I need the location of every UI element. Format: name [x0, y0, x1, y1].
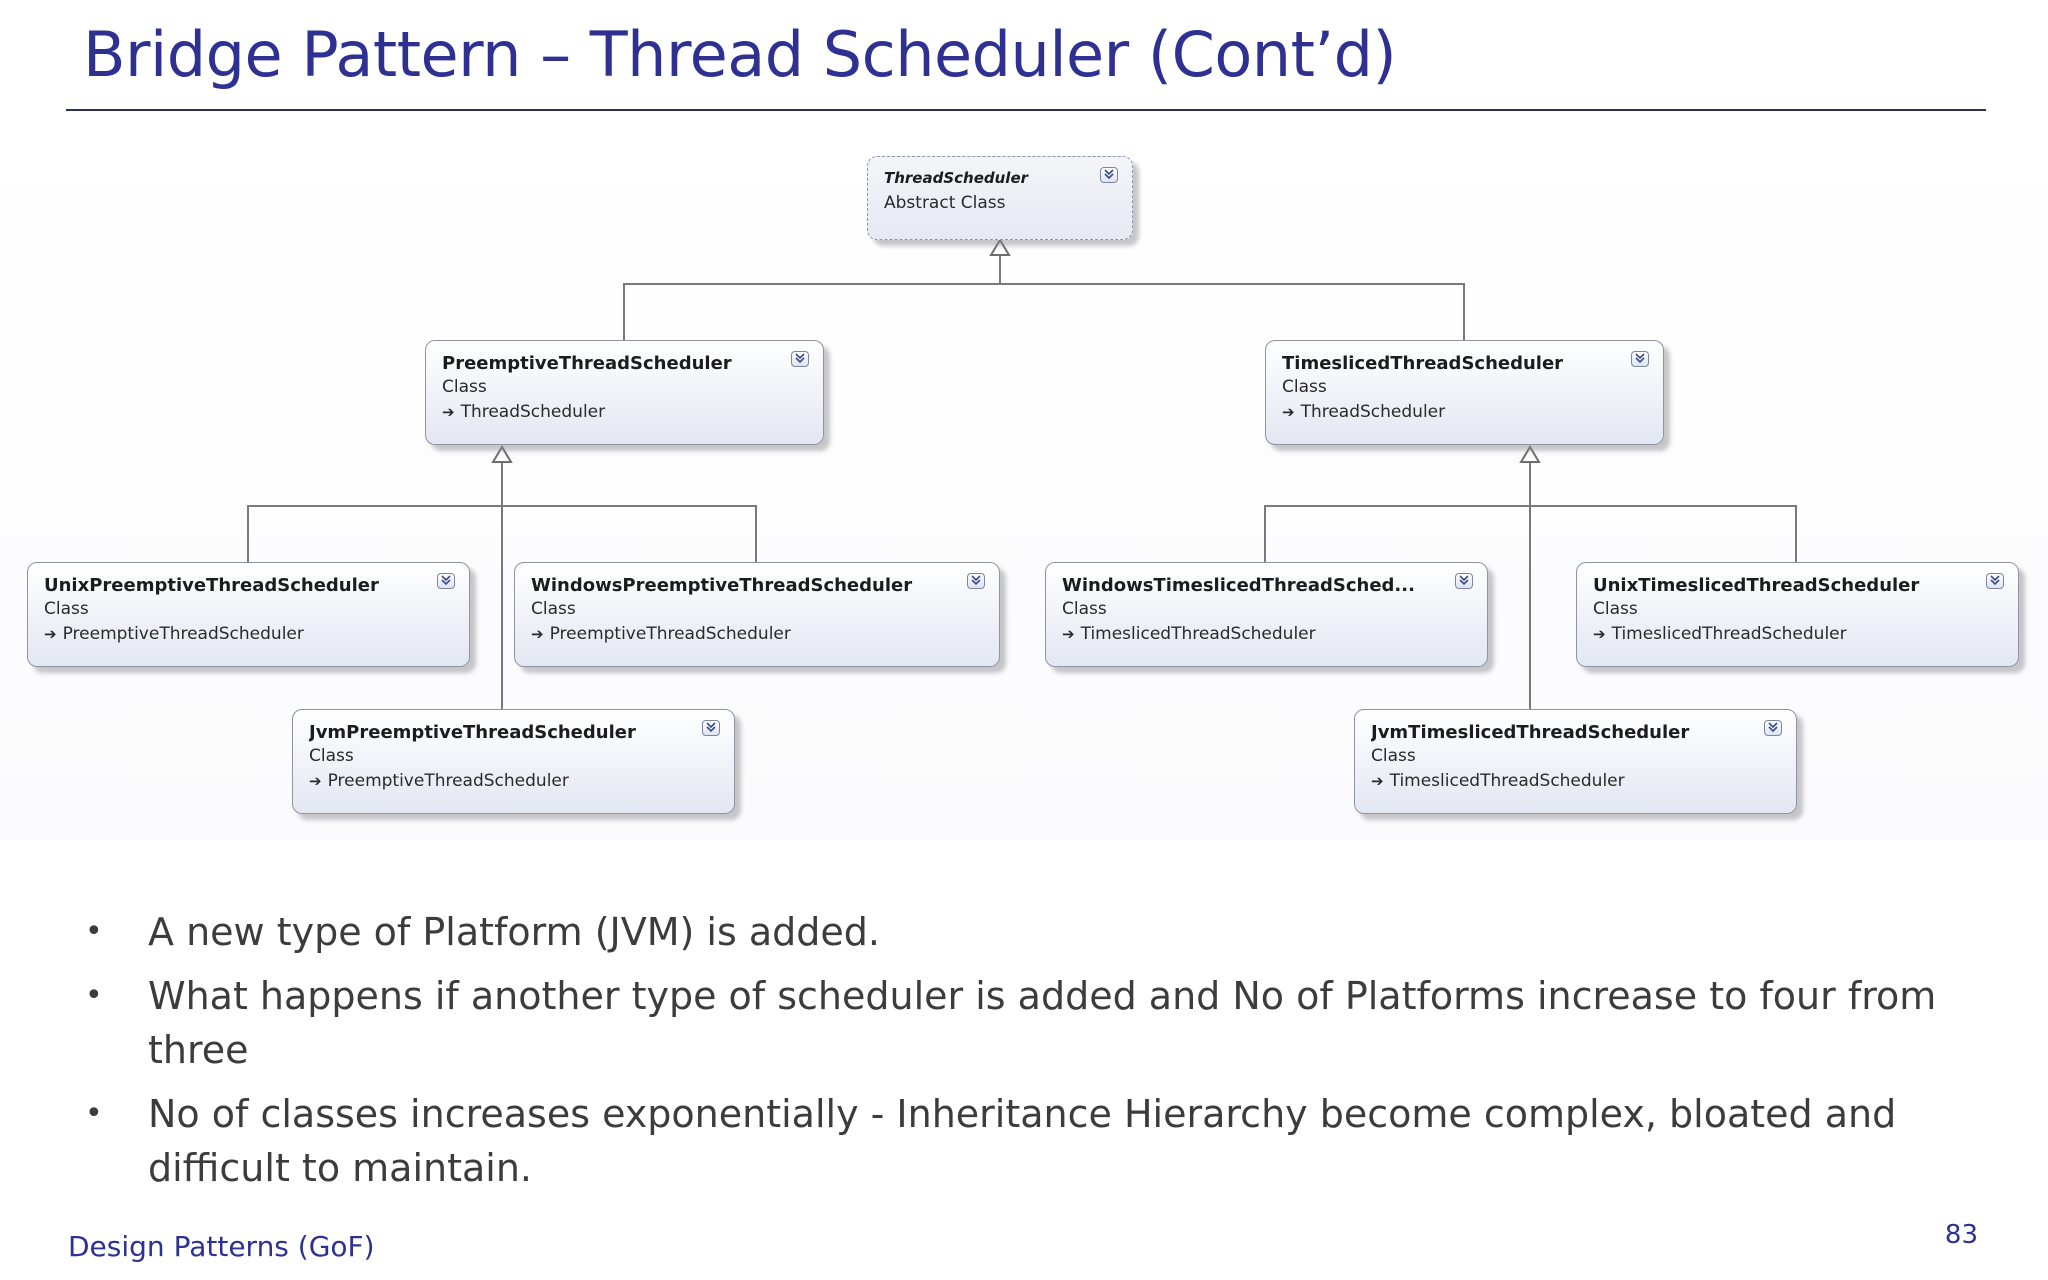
class-kind: Class: [442, 377, 487, 397]
class-name: TimeslicedThreadScheduler: [1282, 353, 1564, 374]
class-windows-preemptive-thread-scheduler[interactable]: WindowsPreemptiveThreadScheduler Class ➔…: [514, 562, 1000, 667]
inherits-arrow-icon: ➔: [1062, 625, 1075, 643]
class-kind: Class: [309, 746, 354, 766]
collapse-chevron-icon[interactable]: [1986, 573, 2004, 589]
class-unix-timesliced-thread-scheduler[interactable]: UnixTimeslicedThreadScheduler Class ➔ Tim…: [1576, 562, 2019, 667]
class-timesliced-thread-scheduler[interactable]: TimeslicedThreadScheduler Class ➔ ThreadS…: [1265, 340, 1664, 445]
class-parent-name: ThreadScheduler: [1300, 402, 1446, 422]
class-parent: ➔ TimeslicedThreadScheduler: [1062, 624, 1471, 644]
title-divider: [66, 109, 1986, 111]
class-kind: Class: [531, 599, 576, 619]
page-number: 83: [1944, 1220, 1978, 1250]
collapse-chevron-icon[interactable]: [1455, 573, 1473, 589]
class-name: WindowsPreemptiveThreadScheduler: [531, 575, 913, 596]
footer-course-title: Design Patterns (GoF): [68, 1230, 375, 1263]
inherits-arrow-icon: ➔: [44, 625, 57, 643]
connector-windows-timesliced: [1264, 462, 1531, 562]
connector-windows-preemptive: [502, 505, 757, 562]
bullet-dot-icon: •: [85, 914, 103, 949]
class-parent-name: PreemptiveThreadScheduler: [549, 624, 791, 644]
class-parent-name: TimeslicedThreadScheduler: [1389, 771, 1625, 791]
class-name: PreemptiveThreadScheduler: [442, 353, 732, 374]
bullet-item: • A new type of Platform (JVM) is added.: [85, 905, 1985, 959]
bullet-text: No of classes increases exponentially - …: [148, 1092, 1897, 1190]
class-parent: ➔ ThreadScheduler: [1282, 402, 1647, 422]
inherits-arrow-icon: ➔: [1282, 403, 1295, 421]
class-kind: Class: [44, 599, 89, 619]
class-name: ThreadScheduler: [884, 169, 1029, 187]
collapse-chevron-icon[interactable]: [1100, 167, 1118, 183]
class-name: UnixTimeslicedThreadScheduler: [1593, 575, 1920, 596]
class-parent-name: PreemptiveThreadScheduler: [62, 624, 304, 644]
class-windows-timesliced-thread-scheduler[interactable]: WindowsTimeslicedThreadSched... Class ➔ T…: [1045, 562, 1488, 667]
class-jvm-preemptive-thread-scheduler[interactable]: JvmPreemptiveThreadScheduler Class ➔ Pree…: [292, 709, 735, 814]
class-unix-preemptive-thread-scheduler[interactable]: UnixPreemptiveThreadScheduler Class ➔ Pre…: [27, 562, 470, 667]
bullet-text: A new type of Platform (JVM) is added.: [148, 910, 880, 954]
inherits-arrow-icon: ➔: [1593, 625, 1606, 643]
collapse-chevron-icon[interactable]: [1631, 351, 1649, 367]
connector-timesliced-to-base: [1000, 283, 1465, 347]
bullet-item: • What happens if another type of schedul…: [85, 969, 1985, 1077]
collapse-chevron-icon[interactable]: [791, 351, 809, 367]
inherits-arrow-icon: ➔: [531, 625, 544, 643]
inherits-arrow-icon: ➔: [309, 772, 322, 790]
class-parent-name: TimeslicedThreadScheduler: [1611, 624, 1847, 644]
class-parent-name: ThreadScheduler: [460, 402, 606, 422]
class-name: JvmTimeslicedThreadScheduler: [1371, 722, 1690, 743]
bullet-list: •A new type of Platform (JVM) is added. …: [85, 905, 1985, 1205]
bullet-dot-icon: •: [85, 978, 103, 1013]
class-name: UnixPreemptiveThreadScheduler: [44, 575, 379, 596]
class-name: WindowsTimeslicedThreadSched...: [1062, 575, 1415, 596]
class-kind: Class: [1282, 377, 1327, 397]
class-kind: Class: [1371, 746, 1416, 766]
collapse-chevron-icon[interactable]: [702, 720, 720, 736]
class-parent: ➔ TimeslicedThreadScheduler: [1593, 624, 2002, 644]
class-thread-scheduler[interactable]: ThreadScheduler Abstract Class: [867, 156, 1133, 240]
class-parent: ➔ PreemptiveThreadScheduler: [44, 624, 453, 644]
class-kind: Class: [1062, 599, 1107, 619]
inherit-arrowhead-preemptive: [491, 445, 513, 463]
class-kind: Class: [1593, 599, 1638, 619]
class-preemptive-thread-scheduler[interactable]: PreemptiveThreadScheduler Class ➔ ThreadS…: [425, 340, 824, 445]
class-jvm-timesliced-thread-scheduler[interactable]: JvmTimeslicedThreadScheduler Class ➔ Time…: [1354, 709, 1797, 814]
connector-preemptive-to-base: [623, 255, 1001, 347]
collapse-chevron-icon[interactable]: [967, 573, 985, 589]
bullet-item: • No of classes increases exponentially -…: [85, 1087, 1985, 1195]
class-parent-name: PreemptiveThreadScheduler: [327, 771, 569, 791]
inherits-arrow-icon: ➔: [1371, 772, 1384, 790]
class-parent: ➔ PreemptiveThreadScheduler: [309, 771, 718, 791]
bullet-text: What happens if another type of schedule…: [148, 974, 1937, 1072]
collapse-chevron-icon[interactable]: [1764, 720, 1782, 736]
connector-unix-timesliced: [1530, 505, 1797, 562]
bullet-dot-icon: •: [85, 1096, 103, 1131]
collapse-chevron-icon[interactable]: [437, 573, 455, 589]
slide-title: Bridge Pattern – Thread Scheduler (Cont’…: [83, 18, 1397, 91]
connector-unix-preemptive: [247, 462, 503, 562]
class-parent: ➔ PreemptiveThreadScheduler: [531, 624, 983, 644]
class-parent: ➔ ThreadScheduler: [442, 402, 807, 422]
inherit-arrowhead-base: [989, 238, 1011, 256]
inherits-arrow-icon: ➔: [442, 403, 455, 421]
class-parent: ➔ TimeslicedThreadScheduler: [1371, 771, 1780, 791]
class-parent-name: TimeslicedThreadScheduler: [1080, 624, 1316, 644]
class-name: JvmPreemptiveThreadScheduler: [309, 722, 636, 743]
inherit-arrowhead-timesliced: [1519, 445, 1541, 463]
class-kind: Abstract Class: [884, 193, 1006, 213]
